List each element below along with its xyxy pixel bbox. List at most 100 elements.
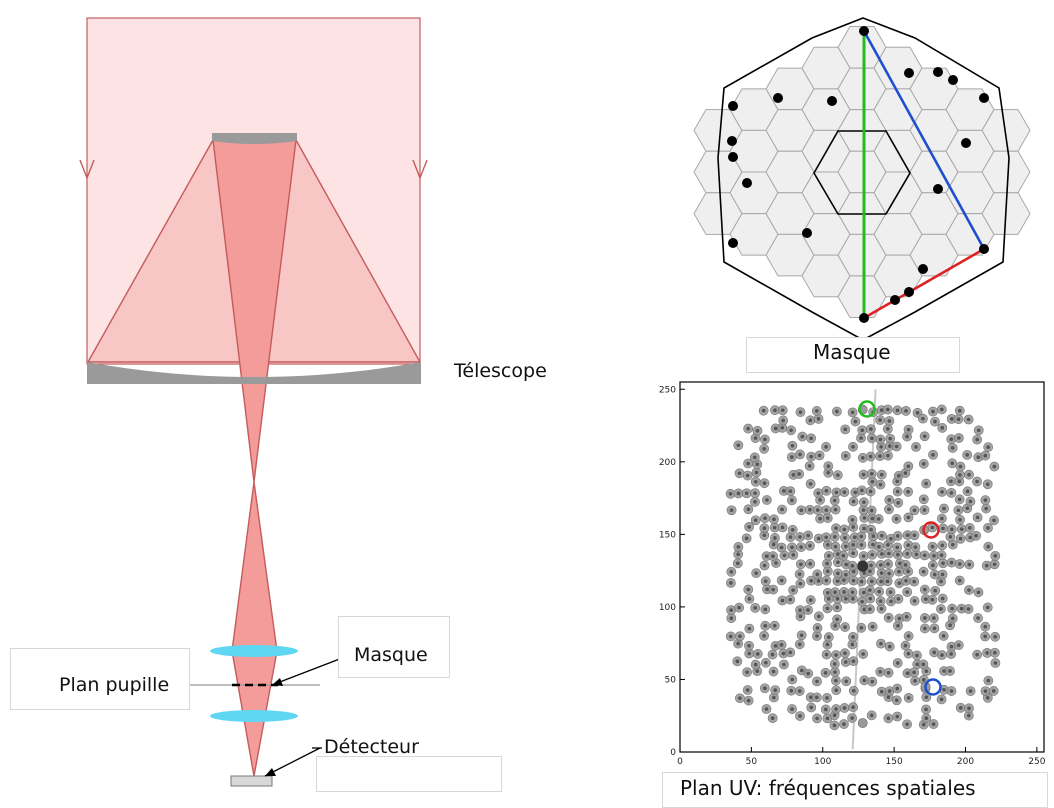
uv-point-core: [906, 634, 911, 638]
uv-point-core: [868, 489, 873, 494]
uv-point-core: [850, 590, 855, 594]
uv-point-core: [843, 651, 847, 655]
uv-point-core: [798, 410, 803, 414]
uv-point-core: [765, 498, 769, 502]
uv-point-core: [959, 527, 964, 531]
uv-point-core: [957, 479, 962, 484]
y-tick-label: 0: [670, 748, 676, 758]
uv-point-core: [915, 662, 920, 667]
uv-point-core: [906, 464, 911, 469]
uv-point-core: [780, 425, 785, 430]
uv-point-core: [790, 707, 794, 711]
uv-point-core: [861, 508, 866, 512]
uv-point-core: [975, 479, 979, 484]
uv-point-core: [895, 534, 900, 538]
uv-point-core: [763, 607, 768, 612]
uv-point-core: [824, 488, 829, 493]
uv-point-core: [950, 527, 954, 532]
uv-point-core: [841, 553, 846, 558]
uv-point-core: [762, 533, 767, 538]
uv-point-core: [833, 590, 837, 594]
uv-point-core: [932, 554, 936, 558]
uv-point-core: [808, 482, 813, 486]
masque-panel-label: Masque: [813, 340, 891, 364]
uv-point-core: [834, 678, 838, 683]
uv-point-core: [799, 508, 804, 513]
uv-point-core: [835, 596, 840, 601]
uv-point-core: [896, 474, 901, 478]
uv-point-core: [931, 563, 935, 568]
uv-point-core: [762, 526, 767, 531]
telescope-label: Télescope: [454, 360, 547, 382]
uv-point-core: [806, 608, 810, 612]
uv-point-core: [763, 686, 767, 691]
uv-point-core: [895, 661, 900, 665]
baseline-red: [863, 247, 985, 320]
uv-point-core: [833, 623, 838, 628]
uv-point-core: [923, 616, 927, 620]
uv-point-core: [879, 472, 884, 477]
uv-point-core: [823, 671, 828, 675]
uv-point-core: [968, 535, 972, 540]
uv-point-core: [940, 572, 945, 577]
uv-point-core: [826, 464, 831, 468]
y-tick-label: 50: [665, 675, 677, 685]
uv-point-core: [834, 653, 838, 657]
uv-point-core: [949, 560, 954, 565]
uv-point-core: [827, 635, 831, 639]
uv-point-core: [984, 563, 989, 568]
uv-point-core: [853, 490, 858, 495]
uv-point-core: [744, 491, 749, 496]
uv-point-core: [771, 669, 776, 674]
uv-point-core: [924, 716, 929, 721]
uv-point-core: [832, 498, 837, 503]
uv-point-core: [887, 689, 892, 693]
uv-point-core: [824, 445, 828, 449]
uv-point-core: [878, 418, 882, 422]
uv-point-core: [809, 454, 813, 459]
uv-point-core: [780, 408, 785, 413]
uv-point-core: [869, 508, 874, 513]
uv-point-core: [808, 562, 813, 566]
uv-point-core: [886, 453, 890, 458]
uv-point-core: [949, 479, 953, 484]
uv-point-core: [753, 499, 757, 504]
uv-point-core: [949, 644, 954, 649]
uv-point-core: [844, 596, 848, 601]
uv-point-core: [957, 436, 961, 440]
uv-point-core: [836, 473, 840, 477]
uv-point-core: [986, 678, 991, 683]
uv-point-core: [814, 695, 819, 700]
uv-point-core: [842, 590, 846, 594]
uv-point-core: [789, 428, 793, 433]
uv-point-core: [958, 536, 963, 541]
uv-point-core: [815, 508, 820, 512]
uv-point-core: [729, 569, 734, 574]
uv-point-core: [906, 515, 911, 520]
uv-point-core: [991, 689, 996, 693]
uv-point-core: [932, 616, 936, 620]
uv-point-core: [746, 461, 750, 466]
uv-point-core: [835, 605, 839, 610]
uv-point-core: [844, 572, 848, 577]
uv-point-core: [753, 518, 758, 523]
uv-point-core: [959, 606, 964, 611]
uv-point-core: [967, 588, 971, 592]
uv-point-core: [903, 471, 908, 475]
uv-point-core: [895, 545, 900, 550]
uv-point-core: [975, 515, 980, 520]
uv-point-core: [844, 562, 848, 567]
uv-point-core: [851, 525, 856, 529]
uv-point-core: [876, 517, 881, 521]
uv-point-core: [745, 473, 750, 478]
uv-point-core: [843, 454, 848, 458]
uv-point-core: [851, 689, 856, 693]
uv-point-core: [957, 578, 962, 583]
uv-point-core: [869, 713, 874, 718]
plan-pupille-label: Plan pupille: [59, 674, 170, 696]
uv-point-core: [842, 490, 847, 494]
uv-point-core: [861, 590, 866, 595]
uv-point-core: [968, 689, 973, 693]
